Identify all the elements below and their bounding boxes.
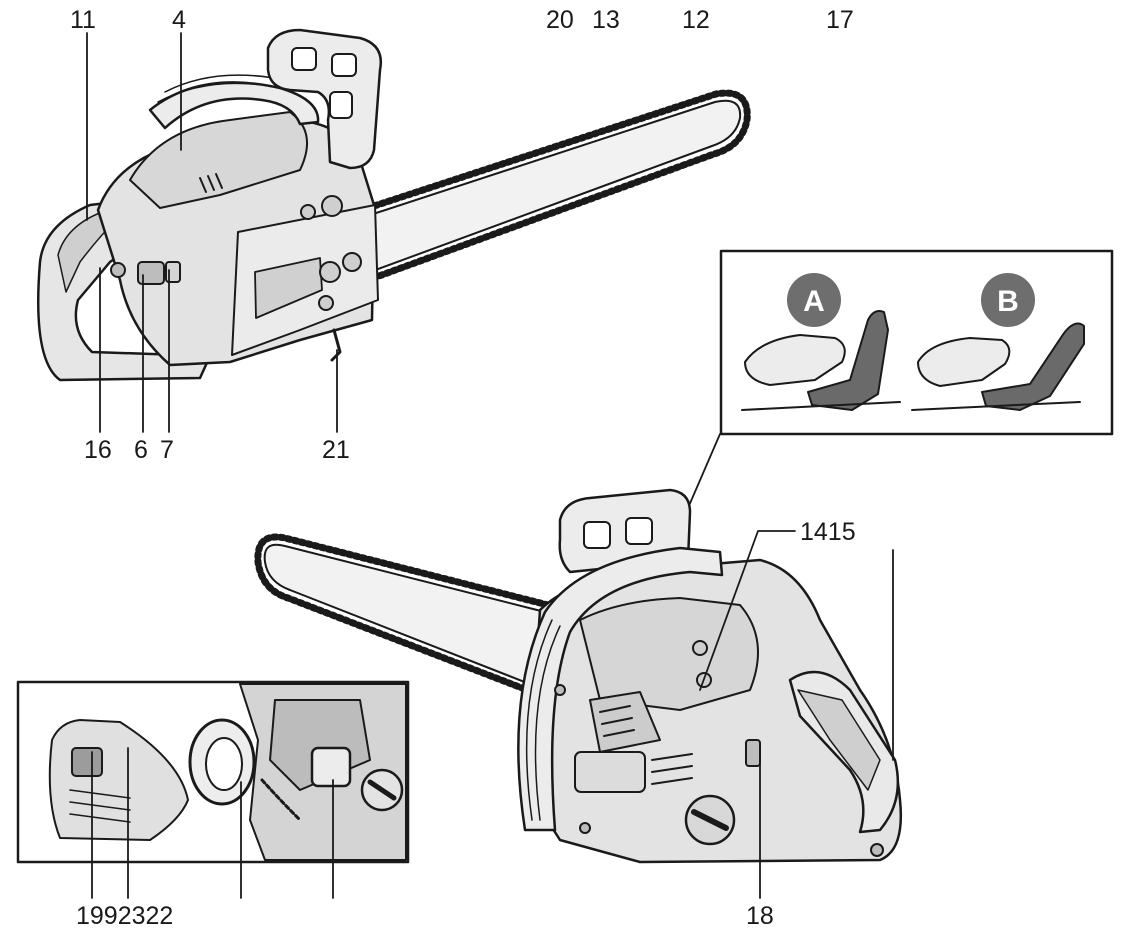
top-saw-chain [364, 89, 751, 284]
callout-20: 20 [546, 6, 574, 34]
top-guide-bar [369, 99, 742, 273]
brake-position-b [911, 273, 1085, 411]
top-front-handle [148, 81, 320, 130]
leader-1415 [699, 530, 796, 691]
callout-7: 7 [160, 436, 174, 464]
badge-a-circle [787, 273, 841, 327]
badge-a-label: A [803, 285, 825, 318]
callout-12: 12 [682, 6, 710, 34]
bottom-chainsaw [254, 488, 902, 864]
callout-1415: 1415 [800, 518, 856, 546]
badge-b-circle [981, 273, 1035, 327]
callout-6: 6 [134, 436, 148, 464]
callout-21: 21 [322, 436, 350, 464]
bottom-guide-bar [263, 543, 546, 691]
callout-11: 11 [70, 6, 96, 34]
callout-1992322: 1992322 [76, 902, 174, 930]
top-cylinder-cover [129, 111, 308, 209]
brake-inset [687, 249, 1114, 509]
callout-18: 18 [746, 902, 774, 930]
leader-lines [86, 32, 894, 899]
brake-position-a [741, 273, 901, 411]
bottom-saw-chain [254, 533, 552, 702]
top-chainsaw [37, 28, 751, 382]
badge-b-label: B [997, 285, 1019, 318]
callout-17: 17 [826, 6, 854, 34]
callout-16: 16 [84, 436, 112, 464]
airfilter-inset [16, 680, 410, 864]
callout-4: 4 [172, 6, 186, 34]
callout-13: 13 [592, 6, 620, 34]
